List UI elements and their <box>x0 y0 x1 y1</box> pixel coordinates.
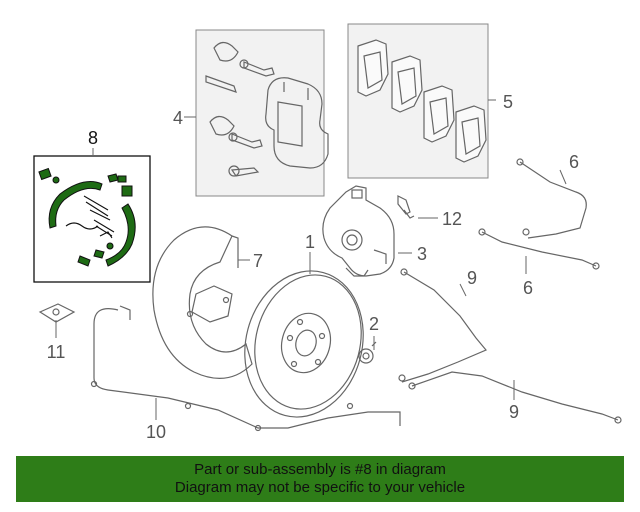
brake-rotor[interactable] <box>229 258 379 431</box>
parking-brake-cable-lower[interactable] <box>408 371 622 424</box>
caliper-box[interactable] <box>195 29 329 197</box>
parking-brake-shoe-box[interactable] <box>33 155 151 283</box>
banner-line-1: Part or sub-assembly is #8 in diagram <box>194 461 446 478</box>
dust-shield[interactable] <box>152 226 253 379</box>
abs-sensor-wire-upper[interactable] <box>516 158 587 239</box>
callout-4[interactable]: 4 <box>173 108 183 128</box>
callout-1[interactable]: 1 <box>305 232 315 252</box>
sensor-bracket[interactable] <box>38 303 76 323</box>
callout-2[interactable]: 2 <box>369 314 379 334</box>
abs-sensor-wire-lower[interactable] <box>478 228 600 270</box>
callout-6-upper[interactable]: 6 <box>569 152 579 172</box>
callout-11[interactable]: 11 <box>47 342 66 362</box>
callout-8[interactable]: 8 <box>88 128 98 148</box>
brake-caliper[interactable] <box>322 185 395 277</box>
callout-3[interactable]: 3 <box>417 244 427 264</box>
banner-line-2: Diagram may not be specific to your vehi… <box>174 479 466 496</box>
callout-5[interactable]: 5 <box>503 92 513 112</box>
leader-lines <box>55 99 567 420</box>
abs-sensor-harness[interactable] <box>90 305 401 432</box>
callout-7[interactable]: 7 <box>253 251 263 271</box>
callout-12[interactable]: 12 <box>442 209 462 229</box>
callout-10[interactable]: 10 <box>146 422 166 442</box>
parking-brake-cable-upper[interactable] <box>398 268 487 383</box>
callout-9-lower[interactable]: 9 <box>509 402 519 422</box>
callout-9-upper[interactable]: 9 <box>467 268 477 288</box>
wear-sensor[interactable] <box>397 195 415 219</box>
part-info-banner: Part or sub-assembly is #8 in diagram Di… <box>16 456 624 502</box>
brake-pads-box[interactable] <box>347 23 489 179</box>
parts-diagram: 8 4 5 6 6 7 1 3 2 12 9 9 10 11 <box>33 23 622 442</box>
callout-6-lower[interactable]: 6 <box>523 278 533 298</box>
